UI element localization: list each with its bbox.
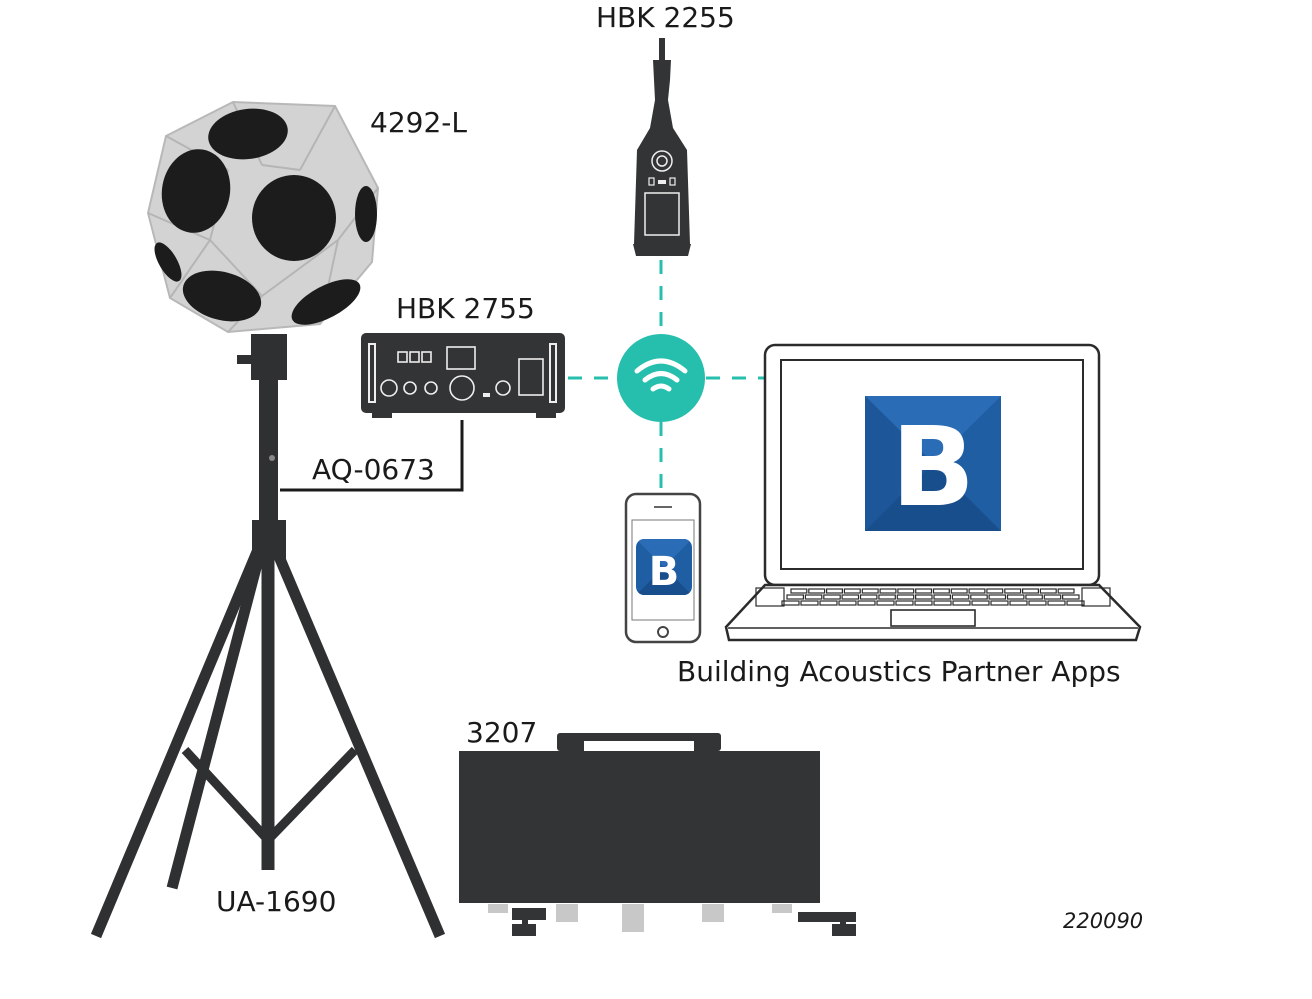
keyboard-key [804, 594, 823, 600]
dodecahedron-speaker [146, 100, 380, 334]
mount-adapter [251, 334, 287, 380]
sound-level-meter [633, 38, 691, 256]
app-logo-letter-small: B [649, 549, 680, 595]
keyboard-key [933, 594, 951, 600]
mast-screw [269, 455, 275, 461]
keyboard-key [841, 594, 860, 600]
keyboard-key [825, 588, 843, 594]
keyboard-key [857, 600, 876, 606]
keyboard-key [971, 600, 990, 606]
carrying-case [459, 733, 856, 936]
tripod-stand [90, 537, 446, 939]
keyboard-key [819, 600, 838, 606]
keyboard-key [859, 594, 878, 600]
wifi-icon [617, 334, 705, 422]
keyboard-key [952, 600, 971, 606]
keyboard-key [1004, 588, 1022, 594]
app-logo-icon [865, 396, 1001, 531]
keyboard-key [838, 600, 857, 606]
keyboard-key [1039, 588, 1057, 594]
mount-knob [237, 355, 251, 364]
keyboard-key [914, 594, 933, 600]
keyboard-key [951, 594, 970, 600]
keyboard-key [1047, 600, 1066, 606]
label-sound-level-meter: HBK 2255 [596, 1, 735, 34]
label-tripod: UA-1690 [216, 885, 337, 918]
tripod-mast [259, 370, 278, 530]
label-partner-apps: Building Acoustics Partner Apps [677, 655, 1121, 688]
keyboard-key [914, 600, 933, 606]
keyboard-key [986, 588, 1004, 594]
figure-number: 220090 [1063, 909, 1144, 933]
keyboard-key [823, 594, 841, 600]
keyboard-side-panel [755, 587, 785, 607]
keyboard-key [1066, 600, 1085, 606]
keyboard-key [786, 594, 804, 600]
keyboard-key [988, 594, 1007, 600]
tripod-collar [252, 520, 286, 560]
keyboard-side-panel [1081, 587, 1111, 607]
keyboard-key [895, 600, 914, 606]
keyboard-key [968, 588, 986, 594]
keyboard-key [915, 588, 933, 594]
keyboard-key [790, 588, 808, 594]
keyboard-key [933, 600, 952, 606]
keyboard-key [990, 600, 1009, 606]
keyboard-key [878, 594, 896, 600]
label-case: 3207 [466, 716, 538, 749]
keyboard-key [970, 594, 988, 600]
app-logo-icon [636, 539, 692, 595]
keyboard-key [1061, 594, 1080, 600]
keyboard-key [1025, 594, 1043, 600]
keyboard-key [1021, 588, 1039, 594]
keyboard-key [843, 588, 861, 594]
keyboard-key [950, 588, 968, 594]
keyboard-key [876, 600, 895, 606]
keyboard-key [781, 600, 800, 606]
label-cable: AQ-0673 [312, 453, 435, 486]
keyboard-key [1057, 588, 1075, 594]
keyboard-key [1006, 594, 1025, 600]
amplifier-cable [280, 420, 464, 492]
keyboard-key [897, 588, 915, 594]
keyboard-key [879, 588, 897, 594]
keyboard-key [808, 588, 826, 594]
keyboard-key [800, 600, 819, 606]
label-amplifier: HBK 2755 [396, 292, 535, 325]
app-logo-letter-large: B [891, 403, 975, 531]
keyboard-key [932, 588, 950, 594]
amplifier-device [361, 333, 565, 418]
keyboard-key [1009, 600, 1028, 606]
keyboard-key [896, 594, 915, 600]
label-sound-source: 4292-L [370, 106, 467, 139]
keyboard-key [1028, 600, 1047, 606]
keyboard-key [861, 588, 879, 594]
wireless-links [568, 260, 764, 492]
laptop-keyboard [755, 587, 1111, 607]
keyboard-key [1043, 594, 1062, 600]
